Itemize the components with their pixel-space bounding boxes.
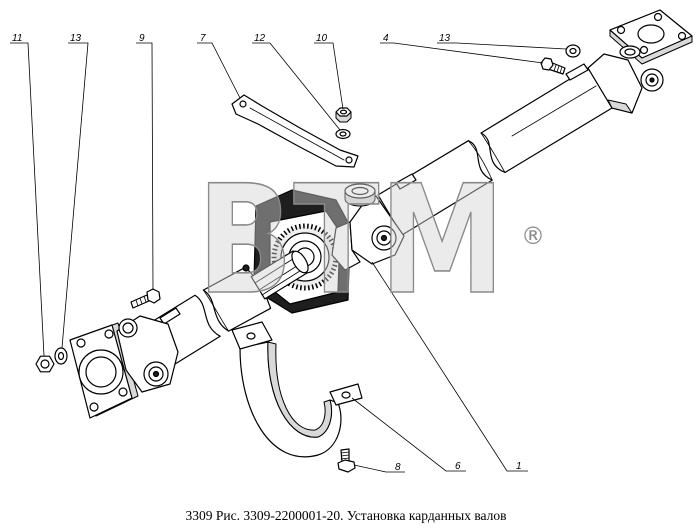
bracket-strap-inner [267, 341, 332, 438]
yoke-shadow [607, 99, 633, 114]
callout-label: 12 [254, 33, 266, 44]
bolt-head [337, 459, 356, 473]
plate-body [231, 94, 359, 168]
tube-segment-right [202, 266, 272, 332]
grease-fitting [242, 264, 250, 272]
bolt-hole [639, 45, 649, 55]
leader-line [314, 42, 344, 110]
callout-label: 4 [383, 33, 389, 44]
bolt-hole [616, 25, 626, 35]
watermark-logo: ВТМ [197, 154, 505, 328]
nut-10 [335, 107, 352, 123]
bolt-4 [540, 57, 566, 75]
callout-label: 6 [455, 461, 461, 472]
callout-label: 13 [70, 33, 82, 44]
bearing-cup-top-inner [624, 48, 636, 56]
washer-12 [335, 128, 351, 140]
bolt-hole [118, 387, 128, 397]
leader-line [351, 397, 466, 472]
tube-break-mark [480, 132, 506, 173]
balance-plate [395, 173, 417, 190]
bearing-cup-center [649, 77, 655, 83]
tube-break-mark [203, 289, 229, 332]
leader-line [380, 42, 544, 64]
bolt-hole [76, 338, 86, 348]
washer-hole [57, 351, 65, 361]
leader-line [252, 42, 341, 131]
bolt-thread [135, 295, 147, 307]
flange-hub-inner [85, 356, 117, 388]
bracket-hole [246, 332, 256, 340]
plate-7 [231, 94, 359, 168]
tube-segment-right [480, 67, 613, 174]
universal-joint-left [116, 315, 179, 393]
splined-stub [250, 250, 308, 300]
watermark: ВТМ ® [196, 153, 545, 329]
cardan-shaft-main [377, 63, 613, 236]
callout-label: 8 [395, 462, 401, 473]
nut-11 [35, 355, 55, 373]
leader-line [61, 42, 89, 349]
leader-line [437, 42, 567, 50]
tube-highlight [511, 85, 597, 137]
leader-line [353, 464, 405, 473]
plate-crease [249, 107, 345, 161]
flange-hub [637, 24, 665, 44]
bolt-hole [677, 31, 687, 41]
callout-label: 7 [200, 33, 206, 44]
callout-label: 9 [139, 33, 145, 44]
washer-hole [569, 47, 577, 55]
callout-label: 11 [12, 33, 22, 44]
nut-hole [40, 359, 50, 369]
nut-hole [339, 109, 348, 115]
bearing-cup-top-inner [351, 186, 369, 196]
bolt-hole [104, 329, 114, 339]
bolt-8 [337, 448, 356, 473]
leader-lines [10, 42, 567, 473]
universal-joint-right [587, 45, 664, 114]
callouts: 11 13 9 7 12 10 4 13 8 6 1 [12, 33, 522, 473]
bracket-hole [341, 391, 351, 399]
washer-13-left [54, 347, 68, 365]
bolt-head [540, 57, 554, 71]
balance-plate [565, 63, 589, 81]
figure-caption: 3309 Рис. 3309-2200001-20. Установка кар… [186, 508, 507, 523]
washer-hole [339, 131, 347, 137]
bracket-6 [231, 321, 363, 458]
flange-left [69, 322, 139, 419]
bolt-thread [340, 451, 350, 460]
callout-label: 10 [316, 33, 328, 44]
plate-hole [239, 100, 247, 108]
callout-label: 13 [439, 33, 451, 44]
callout-label: 1 [516, 461, 522, 472]
bolt-head [146, 288, 161, 304]
washer-13-right [565, 44, 581, 58]
bearing-cup-top-inner [122, 322, 134, 334]
bearing-cup-center [380, 234, 388, 242]
tube-break-mark [468, 140, 493, 181]
stub-end [291, 250, 309, 274]
leader-line [371, 261, 528, 472]
leader-line [10, 42, 45, 357]
bolt-hole [653, 12, 663, 22]
bolt-hole [89, 402, 99, 412]
bearing-cup-center [152, 370, 160, 378]
universal-joint-middle [331, 183, 405, 271]
leader-line [197, 42, 241, 99]
plate-hole [345, 156, 353, 164]
leader-line [136, 42, 154, 291]
registered-mark: ® [521, 222, 545, 250]
spline-lines [254, 256, 304, 296]
bolt-thread [553, 64, 563, 74]
